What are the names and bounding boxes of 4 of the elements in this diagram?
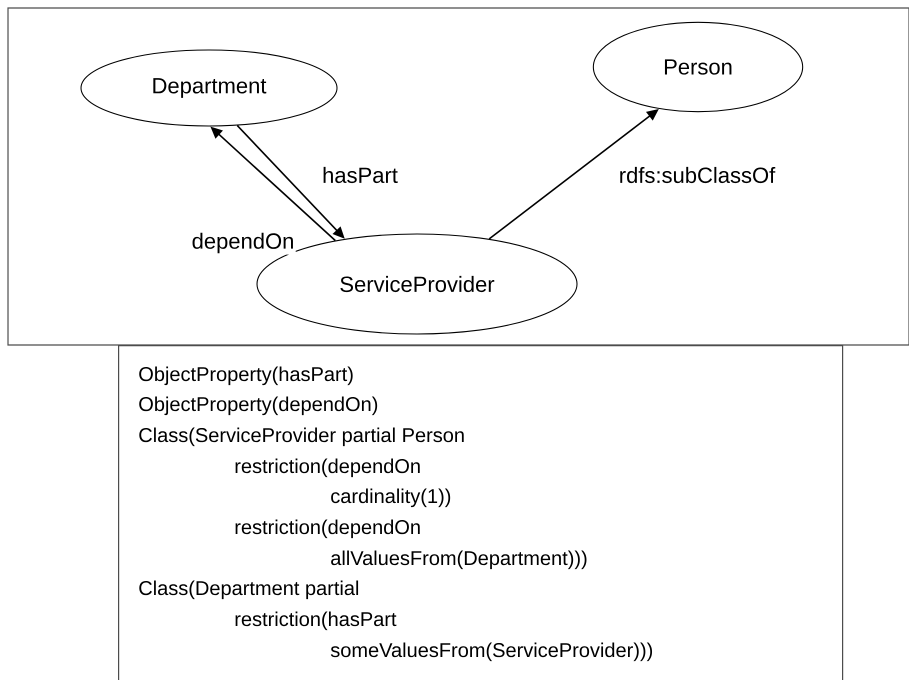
edge-label: rdfs:subClassOf <box>617 166 777 184</box>
code-box: ObjectProperty(hasPart) ObjectProperty(dependOn) Class(ServiceProvider partial Person restriction(dependOn cardinality(1)) restriction(dependOn allValuesFrom(Department))) Class(Department partial restriction(hasPart someValuesFrom(ServiceProvider))) <box>118 345 844 680</box>
edge-label: hasPart <box>320 166 400 184</box>
edge-label: dependOn <box>190 231 296 255</box>
